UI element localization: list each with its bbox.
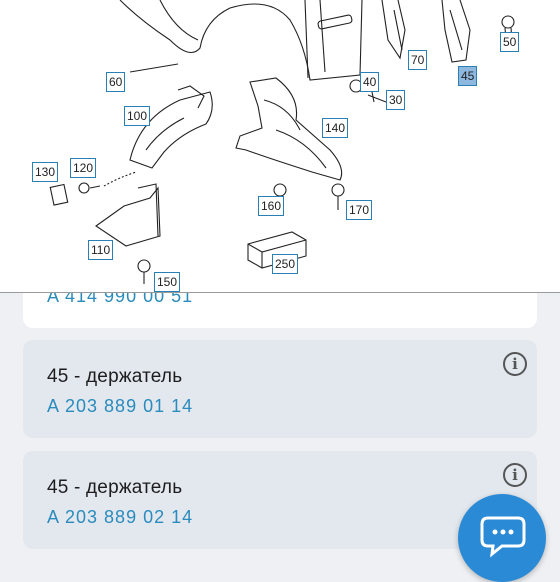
callout-110[interactable]: 110 [88, 240, 114, 260]
info-icon[interactable]: i [503, 352, 527, 376]
chat-button[interactable] [458, 494, 546, 582]
callout-40[interactable]: 40 [360, 72, 380, 92]
callout-160[interactable]: 160 [258, 196, 285, 216]
callout-120[interactable]: 120 [70, 158, 97, 178]
callout-100[interactable]: 100 [124, 106, 151, 126]
chat-bubble-icon [480, 516, 526, 558]
part-code: A 203 889 02 14 [47, 507, 194, 527]
callout-170[interactable]: 170 [346, 200, 373, 220]
info-icon[interactable]: i [503, 463, 527, 487]
callout-130[interactable]: 130 [32, 162, 59, 182]
callout-30[interactable]: 30 [386, 90, 406, 110]
callout-250[interactable]: 250 [272, 254, 299, 274]
part-title: 45 - держатель [47, 477, 183, 498]
part-card[interactable]: 45 - держатель A 203 889 02 14 i [23, 451, 537, 549]
part-title: 45 - держатель [47, 366, 183, 387]
callout-150[interactable]: 150 [154, 272, 181, 292]
callout-45[interactable]: 45 [458, 66, 478, 86]
part-card[interactable]: 45 - держатель A 203 889 01 14 i [23, 340, 537, 438]
parts-diagram: 50 70 45 40 30 60 100 140 120 130 160 17… [0, 0, 560, 293]
callout-60[interactable]: 60 [106, 72, 126, 92]
exploded-view-drawing [49, 0, 515, 284]
callout-70[interactable]: 70 [408, 50, 428, 70]
callout-50[interactable]: 50 [500, 32, 520, 52]
part-code: A 203 889 01 14 [47, 396, 194, 416]
callout-140[interactable]: 140 [322, 118, 349, 138]
